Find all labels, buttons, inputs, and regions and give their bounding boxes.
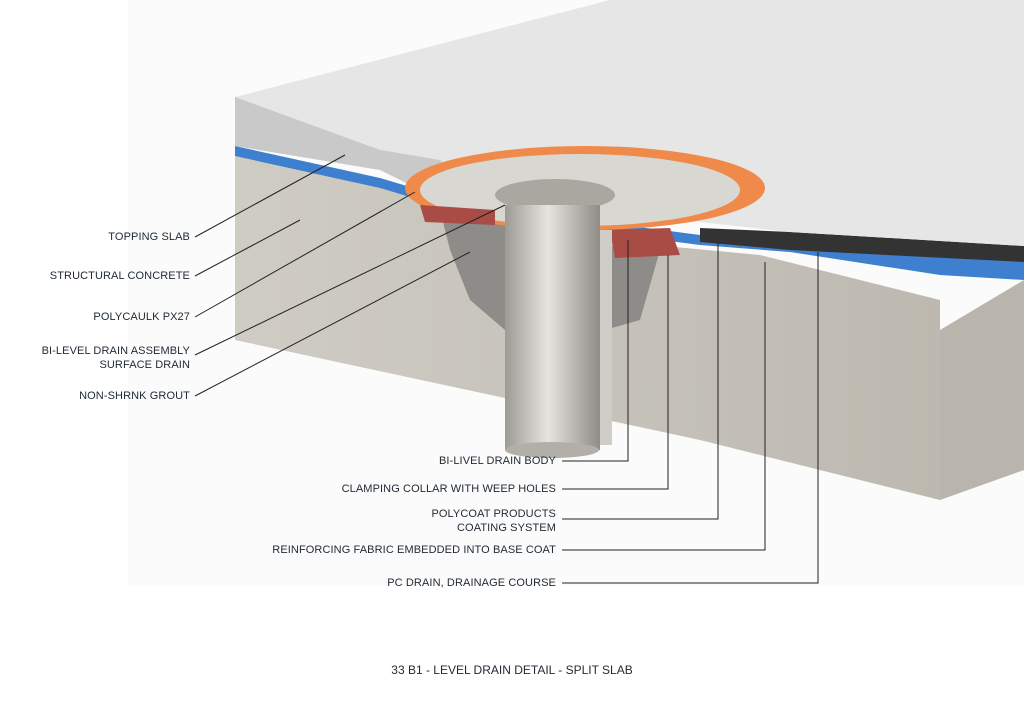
grout-pocket-right (600, 245, 660, 330)
label-clamping-collar: CLAMPING COLLAR WITH WEEP HOLES (341, 483, 556, 495)
drain-pipe (505, 205, 600, 450)
label-bi-level-drain-assembly: BI-LEVEL DRAIN ASSEMBLY SURFACE DRAIN (42, 344, 190, 372)
label-line-1: BI-LEVEL DRAIN ASSEMBLY (41, 345, 190, 357)
topping-slab-edge (235, 97, 460, 190)
grout-pocket (440, 210, 505, 330)
label-topping-slab: TOPPING SLAB (108, 231, 190, 243)
drain-body-wall (600, 230, 612, 445)
clamping-collar (610, 228, 680, 258)
diagram-caption: 33 B1 - LEVEL DRAIN DETAIL - SPLIT SLAB (391, 663, 633, 677)
label-polycaulk: POLYCAULK PX27 (93, 311, 190, 323)
slab-right-face (940, 280, 1024, 500)
label-reinforcing-fabric: REINFORCING FABRIC EMBEDDED INTO BASE CO… (272, 544, 556, 556)
clamping-collar-left (420, 205, 495, 225)
drain-bowl (495, 179, 615, 211)
label-line-1: POLYCOAT PRODUCTS (431, 508, 556, 520)
label-drain-body: BI-LIVEL DRAIN BODY (438, 455, 556, 467)
label-pc-drain: PC DRAIN, DRAINAGE COURSE (387, 577, 556, 589)
label-polycoat: POLYCOAT PRODUCTS COATING SYSTEM (431, 507, 556, 535)
leader-lines (194, 154, 819, 584)
drain-pipe-end (505, 442, 599, 458)
label-non-shrink-grout: NON-SHRNK GROUT (79, 390, 190, 402)
label-line-2: COATING SYSTEM (457, 522, 556, 534)
label-structural-concrete: STRUCTURAL CONCRETE (49, 270, 190, 282)
drainage-course (700, 228, 1024, 262)
label-line-2: SURFACE DRAIN (99, 359, 190, 371)
